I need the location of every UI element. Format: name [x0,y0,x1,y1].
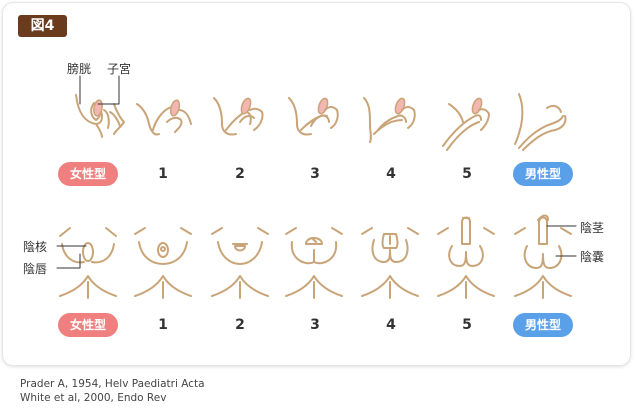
sagittal-stage-4 [363,97,416,143]
stage-4-label-bottom: 4 [386,317,396,333]
external-female [59,227,117,299]
stage-4-label: 4 [386,166,396,182]
sagittal-female [75,94,125,138]
stage-male-pill-bottom: 男性型 [513,313,573,337]
uterus-label: 子宮 [107,62,132,76]
stage-1-label: 1 [158,166,168,182]
stage-1-label-bottom: 1 [158,317,168,333]
uterus-leader [97,75,120,105]
sagittal-male [514,93,567,151]
sagittal-stage-3 [288,97,339,136]
citation-prader: Prader A, 1954, Helv Paediatri Acta [20,378,205,390]
stage-3-label: 3 [310,166,320,182]
citation-white: White et al, 2000, Endo Rev [20,392,167,404]
clitoris-label: 陰核 [23,240,48,254]
sagittal-stage-5 [442,97,490,151]
external-stage-3 [285,227,343,299]
external-stage-1 [134,227,192,299]
sagittal-stage-1 [136,99,192,136]
stage-5-label-bottom: 5 [462,317,472,333]
stage-female-pill: 女性型 [58,162,118,186]
stage-female-pill-bottom: 女性型 [58,313,118,337]
stage-male-pill: 男性型 [513,162,573,186]
scrotum-label: 陰嚢 [580,250,605,264]
external-stage-4 [361,227,419,299]
external-stage-5 [437,216,495,299]
labia-leader [56,253,81,269]
external-male [514,214,572,299]
external-stage-2 [211,227,269,299]
stage-2-label-bottom: 2 [235,317,245,333]
stage-5-label: 5 [462,166,472,182]
stage-2-label: 2 [235,166,245,182]
bladder-label: 膀胱 [67,62,92,76]
sagittal-stage-2 [213,97,264,136]
labia-label: 陰唇 [23,262,48,276]
stage-3-label-bottom: 3 [310,317,320,333]
penis-label: 陰茎 [580,221,605,235]
figure-badge: 図4 [18,15,67,37]
